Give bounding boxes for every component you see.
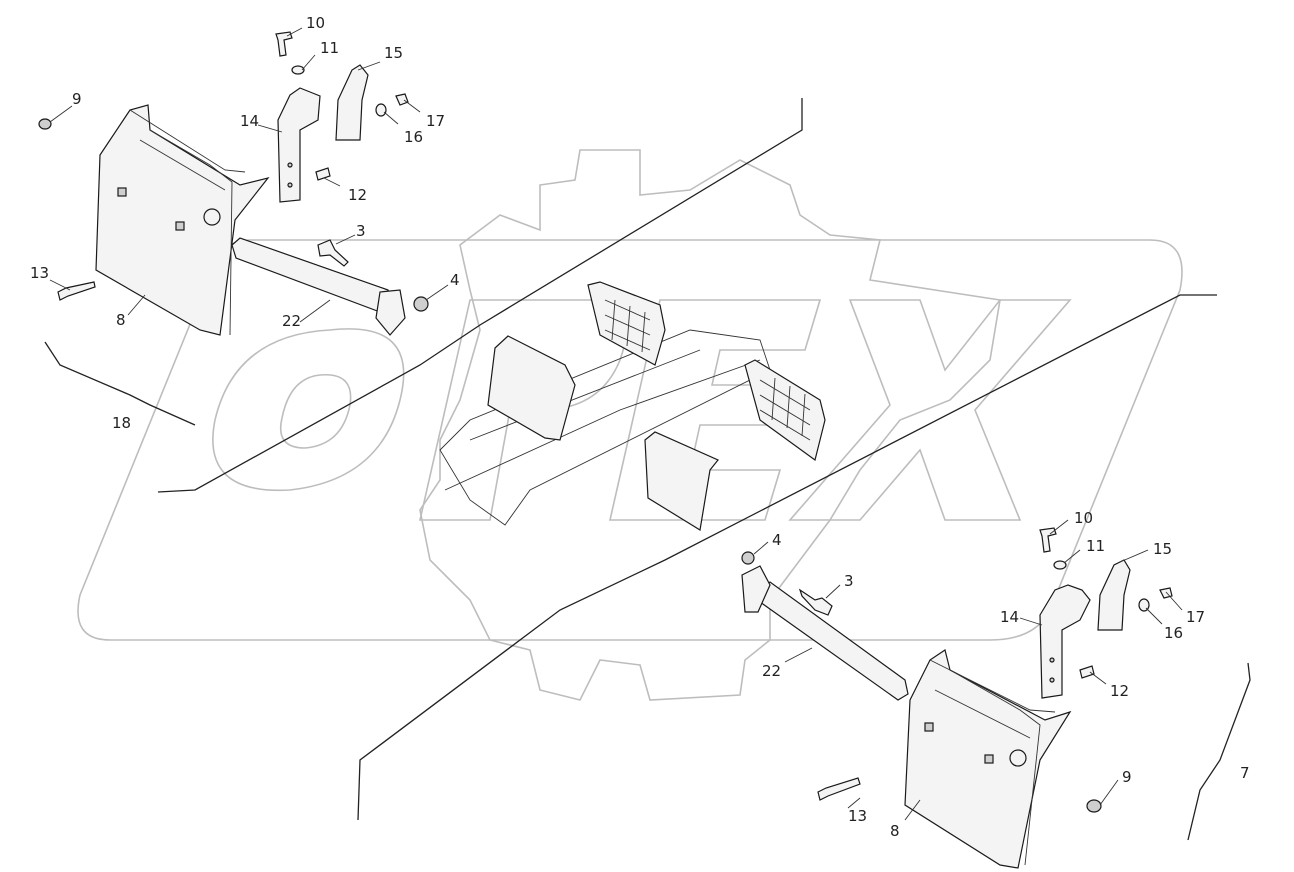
callout-4-right: 4 bbox=[772, 531, 782, 549]
callout-12-left: 12 bbox=[348, 186, 367, 204]
bolt-10-left bbox=[275, 31, 293, 57]
mudguard-right-badge-2 bbox=[984, 754, 994, 764]
mudguard-left-badge bbox=[117, 187, 127, 197]
callout-10-right: 10 bbox=[1074, 509, 1093, 527]
callout-18: 18 bbox=[112, 414, 131, 432]
callout-9-left: 9 bbox=[72, 90, 82, 108]
bracket-14-right bbox=[1039, 584, 1091, 699]
bracket-upper-left bbox=[157, 98, 803, 493]
nut-4-left bbox=[413, 296, 429, 312]
bracket-14-left bbox=[277, 87, 321, 203]
mudguard-left-badge-2 bbox=[175, 221, 185, 231]
callout-9-right: 9 bbox=[1122, 768, 1132, 786]
callout-11-right: 11 bbox=[1086, 537, 1105, 555]
watermark-gear bbox=[419, 149, 1001, 701]
callout-14-right: 14 bbox=[1000, 608, 1019, 626]
leader-lines bbox=[49, 27, 1183, 821]
callout-10-left: 10 bbox=[306, 14, 325, 32]
mudguard-center-4 bbox=[644, 431, 719, 531]
plate-15-right bbox=[1097, 559, 1131, 631]
nut-4-right bbox=[741, 551, 755, 565]
bolt-3-left bbox=[317, 239, 349, 267]
callout-14-left: 14 bbox=[240, 112, 259, 130]
mudguard-center-1 bbox=[487, 335, 576, 441]
callout-16-right: 16 bbox=[1164, 624, 1183, 642]
nut-17-left bbox=[395, 93, 409, 106]
bolt-3-right bbox=[798, 588, 833, 616]
watermark-letter-o bbox=[212, 328, 405, 492]
washer-11-right bbox=[1053, 560, 1067, 570]
callout-labels: 10 11 15 9 14 16 17 12 3 4 13 8 22 18 10… bbox=[30, 14, 1250, 840]
mudguard-right-badge bbox=[924, 722, 934, 732]
tube-22-right bbox=[759, 581, 909, 701]
callout-12-right: 12 bbox=[1110, 682, 1129, 700]
bolt-12-left bbox=[315, 167, 331, 181]
mudguard-right-boss bbox=[1009, 749, 1027, 767]
watermark-letter-o-inner bbox=[280, 374, 352, 449]
callout-15-left: 15 bbox=[384, 44, 403, 62]
truck-frame-overview bbox=[439, 281, 826, 531]
callout-3-left: 3 bbox=[356, 222, 366, 240]
callout-8-left: 8 bbox=[116, 311, 126, 329]
bolt-13-left bbox=[57, 281, 96, 301]
tube-clamp-right bbox=[741, 565, 771, 613]
callout-17-right: 17 bbox=[1186, 608, 1205, 626]
callout-16-left: 16 bbox=[404, 128, 423, 146]
bolt-10-right bbox=[1039, 527, 1057, 553]
callout-3-right: 3 bbox=[844, 572, 854, 590]
callout-4-left: 4 bbox=[450, 271, 460, 289]
cap-9-left bbox=[38, 118, 52, 130]
callout-17-left: 17 bbox=[426, 112, 445, 130]
bolt-13-right bbox=[817, 777, 861, 801]
callout-22-left: 22 bbox=[282, 312, 301, 330]
callout-7: 7 bbox=[1240, 764, 1250, 782]
tube-22-left bbox=[231, 237, 393, 313]
callout-8-right: 8 bbox=[890, 822, 900, 840]
washer-16-left bbox=[375, 103, 387, 117]
mudguard-left-boss bbox=[203, 208, 221, 226]
bolt-12-right bbox=[1079, 665, 1095, 679]
plate-15-left bbox=[335, 64, 369, 141]
bracket-18 bbox=[44, 341, 196, 426]
mudguard-center-2 bbox=[587, 281, 666, 366]
callout-13-left: 13 bbox=[30, 264, 49, 282]
bracket-lower bbox=[357, 294, 1217, 821]
assembly-left bbox=[38, 31, 429, 336]
callout-13-right: 13 bbox=[848, 807, 867, 825]
bracket-lines bbox=[44, 98, 1251, 841]
bracket-7 bbox=[1187, 662, 1251, 841]
mudguard-left bbox=[95, 104, 270, 336]
washer-11-left bbox=[291, 65, 305, 75]
watermark-letter-x bbox=[788, 299, 1072, 521]
assembly-right bbox=[741, 527, 1173, 869]
callout-22-right: 22 bbox=[762, 662, 781, 680]
callout-11-left: 11 bbox=[320, 39, 339, 57]
tube-clamp-left bbox=[375, 289, 406, 336]
cap-9-right bbox=[1086, 799, 1102, 813]
callout-15-right: 15 bbox=[1153, 540, 1172, 558]
